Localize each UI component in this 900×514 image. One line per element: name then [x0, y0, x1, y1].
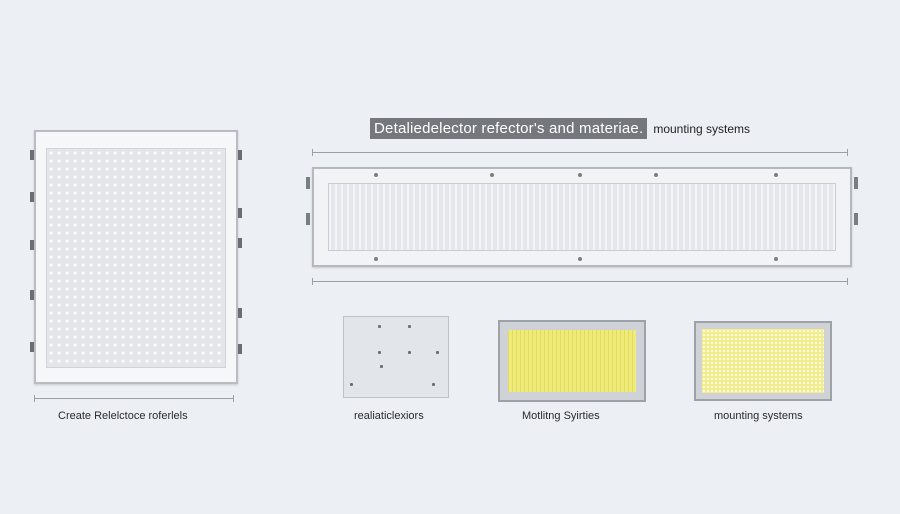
mount-pin	[578, 173, 582, 177]
mount-clip	[238, 208, 242, 218]
dimension-line-bottom	[312, 278, 848, 285]
wide-panel-surface	[328, 183, 836, 251]
swatch-3-caption: mounting systems	[714, 410, 803, 422]
mount-pin	[774, 257, 778, 261]
screw-hole	[432, 383, 435, 386]
title-suffix: mounting systems	[653, 121, 751, 136]
mount-clip	[30, 240, 34, 250]
wide-reflector-panel	[306, 167, 858, 267]
mount-clip	[30, 290, 34, 300]
screw-hole	[408, 325, 411, 328]
mount-pin	[774, 173, 778, 177]
mount-clip	[238, 150, 242, 160]
mount-clip	[854, 213, 858, 225]
screw-hole	[350, 383, 353, 386]
screw-hole	[378, 325, 381, 328]
mount-clip	[306, 213, 310, 225]
swatch-2-caption: Motlitng Syirties	[522, 410, 600, 422]
dimension-line-top	[312, 149, 848, 156]
swatch-1-caption: realiaticlexiors	[354, 410, 424, 422]
mount-pin	[374, 173, 378, 177]
page-title: Detaliedelector refector's and materiae.…	[370, 118, 750, 139]
yellow-surface	[508, 330, 636, 392]
texture-swatch-yellow-dotted	[694, 321, 832, 401]
yellow-surface	[702, 329, 824, 393]
dimension-line-left	[34, 395, 234, 402]
mount-pin	[578, 257, 582, 261]
mount-pin	[490, 173, 494, 177]
mount-clip	[30, 150, 34, 160]
mount-clip	[306, 177, 310, 189]
mount-clip	[30, 192, 34, 202]
screw-hole	[378, 351, 381, 354]
tall-panel-surface	[46, 148, 226, 368]
mount-clip	[854, 177, 858, 189]
title-highlight: Detaliedelector refector's and materiae.	[370, 118, 648, 139]
mount-pin	[654, 173, 658, 177]
texture-swatch-plain	[343, 316, 449, 398]
tall-panel-caption: Create Relelctoce roferlels	[58, 410, 188, 422]
mount-clip	[238, 308, 242, 318]
mount-clip	[30, 342, 34, 352]
screw-hole	[408, 351, 411, 354]
mount-clip	[238, 238, 242, 248]
mount-clip	[238, 344, 242, 354]
texture-swatch-yellow-ribbed	[498, 320, 646, 402]
tall-reflector-panel	[30, 130, 242, 384]
screw-hole	[436, 351, 439, 354]
mount-pin	[374, 257, 378, 261]
screw-hole	[380, 365, 383, 368]
